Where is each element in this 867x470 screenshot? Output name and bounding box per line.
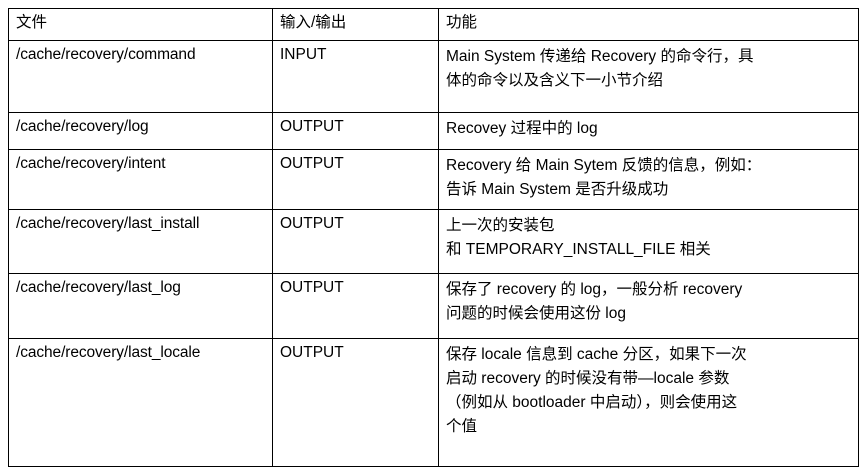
cell-function-description: 保存了 recovery 的 log，一般分析 recovery 问题的时候会使… [438, 273, 859, 339]
cell-io-direction: OUTPUT [272, 112, 439, 150]
cell-io-direction: OUTPUT [272, 149, 439, 210]
cell-file-path: /cache/recovery/last_locale [8, 338, 273, 467]
function-line: 启动 recovery 的时候没有带—locale 参数 [446, 370, 730, 388]
table-row: /cache/recovery/intent OUTPUT Recovery 给… [8, 149, 859, 210]
cell-function-description: 上一次的安装包 和 TEMPORARY_INSTALL_FILE 相关 [438, 209, 859, 274]
function-line: Recovery 给 Main Sytem 反馈的信息，例如： [446, 157, 762, 174]
cell-file-path: /cache/recovery/log [8, 112, 273, 150]
cell-file-path: /cache/recovery/command [8, 40, 273, 113]
cell-file-path: /cache/recovery/last_install [8, 209, 273, 274]
function-line: 和 TEMPORARY_INSTALL_FILE 相关 [446, 241, 711, 259]
function-line: 个值 [446, 418, 478, 436]
function-line: Main System 传递给 Recovery 的命令行，具 [446, 48, 754, 65]
cell-function-description: Recovery 给 Main Sytem 反馈的信息，例如： 告诉 Main … [438, 149, 859, 210]
cell-io-direction: OUTPUT [272, 209, 439, 274]
table-row: /cache/recovery/command INPUT Main Syste… [8, 40, 859, 113]
cell-file-path: /cache/recovery/intent [8, 149, 273, 210]
cell-io-direction: INPUT [272, 40, 439, 113]
table-row: /cache/recovery/last_locale OUTPUT 保存 lo… [8, 338, 859, 467]
clipped-text-sliver [0, 0, 867, 4]
column-header-io: 输入/输出 [272, 8, 439, 41]
function-line: 上一次的安装包 [446, 217, 555, 234]
function-line: （例如从 bootloader 中启动），则会使用这 [446, 394, 738, 412]
function-line: Recovey 过程中的 log [446, 120, 598, 137]
cell-function-description: 保存 locale 信息到 cache 分区，如果下一次 启动 recovery… [438, 338, 859, 467]
function-line: 告诉 Main System 是否升级成功 [446, 181, 669, 199]
cell-io-direction: OUTPUT [272, 338, 439, 467]
function-line: 体的命令以及含义下一小节介绍 [446, 72, 664, 90]
function-line: 问题的时候会使用这份 log [446, 305, 626, 323]
column-header-function: 功能 [438, 8, 859, 41]
cell-function-description: Main System 传递给 Recovery 的命令行，具 体的命令以及含义… [438, 40, 859, 113]
recovery-files-table-wrapper: 文件 输入/输出 功能 /cache/recovery/command INPU… [8, 8, 859, 467]
function-line: 保存了 recovery 的 log，一般分析 recovery [446, 281, 743, 298]
function-line: 保存 locale 信息到 cache 分区，如果下一次 [446, 346, 747, 363]
cell-file-path: /cache/recovery/last_log [8, 273, 273, 339]
table-header-row: 文件 输入/输出 功能 [8, 8, 859, 41]
cell-io-direction: OUTPUT [272, 273, 439, 339]
recovery-files-table: 文件 输入/输出 功能 /cache/recovery/command INPU… [8, 8, 859, 467]
table-row: /cache/recovery/log OUTPUT Recovey 过程中的 … [8, 112, 859, 150]
column-header-file: 文件 [8, 8, 273, 41]
table-row: /cache/recovery/last_install OUTPUT 上一次的… [8, 209, 859, 274]
table-row: /cache/recovery/last_log OUTPUT 保存了 reco… [8, 273, 859, 339]
cell-function-description: Recovey 过程中的 log [438, 112, 859, 150]
